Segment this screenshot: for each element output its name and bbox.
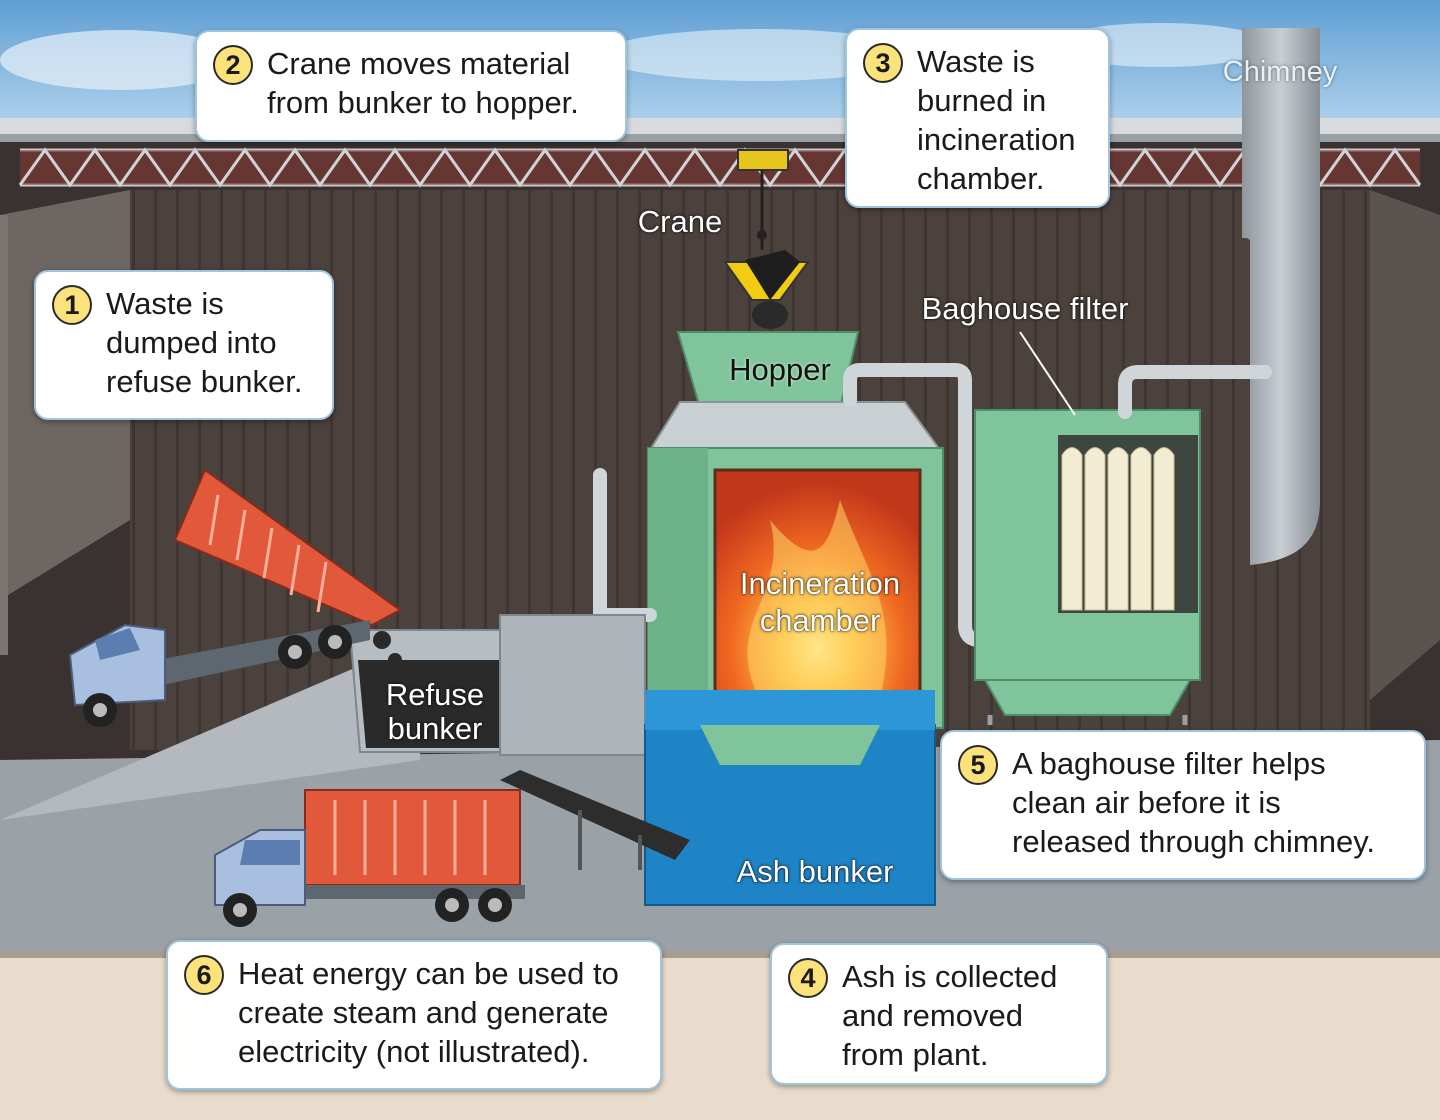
- refuse-bunker-label: Refuse bunker: [385, 677, 485, 746]
- crane-trolley: [737, 149, 789, 171]
- callout-step-1: 1 Waste is dumped into refuse bunker.: [34, 270, 334, 420]
- crane-label: Crane: [637, 204, 723, 239]
- callout-step-4: 4 Ash is collected and removed from plan…: [770, 943, 1108, 1085]
- step-number-badge: 4: [788, 958, 828, 998]
- step-description: Heat energy can be used to create steam …: [238, 956, 619, 1069]
- step-number-badge: 1: [52, 285, 92, 325]
- step-number-badge: 6: [184, 955, 224, 995]
- callout-step-3: 3 Waste is burned in incineration chambe…: [845, 28, 1110, 208]
- ash-conveyor: [500, 770, 690, 860]
- step-description: A baghouse filter helps clean air before…: [1012, 746, 1376, 859]
- truck-ramp: [0, 640, 420, 820]
- callout-step-5: 5 A baghouse filter helps clean air befo…: [940, 730, 1426, 880]
- incineration-chamber-label: Incineration chamber: [739, 566, 901, 638]
- refuse-bunker: [358, 660, 518, 748]
- step-description: Ash is collected and removed from plant.: [842, 959, 1058, 1072]
- step-description: Crane moves material from bunker to hopp…: [267, 46, 579, 120]
- callout-step-2: 2 Crane moves material from bunker to ho…: [195, 30, 627, 142]
- callout-step-6: 6 Heat energy can be used to create stea…: [166, 940, 662, 1090]
- dump-truck-unloading: [68, 468, 402, 727]
- step-number-badge: 2: [213, 45, 253, 85]
- hopper-label: Hopper: [729, 352, 831, 387]
- step-number-badge: 3: [863, 43, 903, 83]
- step-description: Waste is burned in incineration chamber.: [917, 44, 1076, 196]
- filter-bags: [1061, 447, 1175, 611]
- chimney: [1242, 28, 1320, 238]
- ash-truck: [214, 789, 525, 927]
- step-description: Waste is dumped into refuse bunker.: [106, 286, 303, 399]
- step-number-badge: 5: [958, 745, 998, 785]
- ash-bunker-label: Ash bunker: [736, 854, 894, 889]
- chimney-label: Chimney: [1222, 56, 1338, 88]
- baghouse-filter-label: Baghouse filter: [921, 291, 1129, 326]
